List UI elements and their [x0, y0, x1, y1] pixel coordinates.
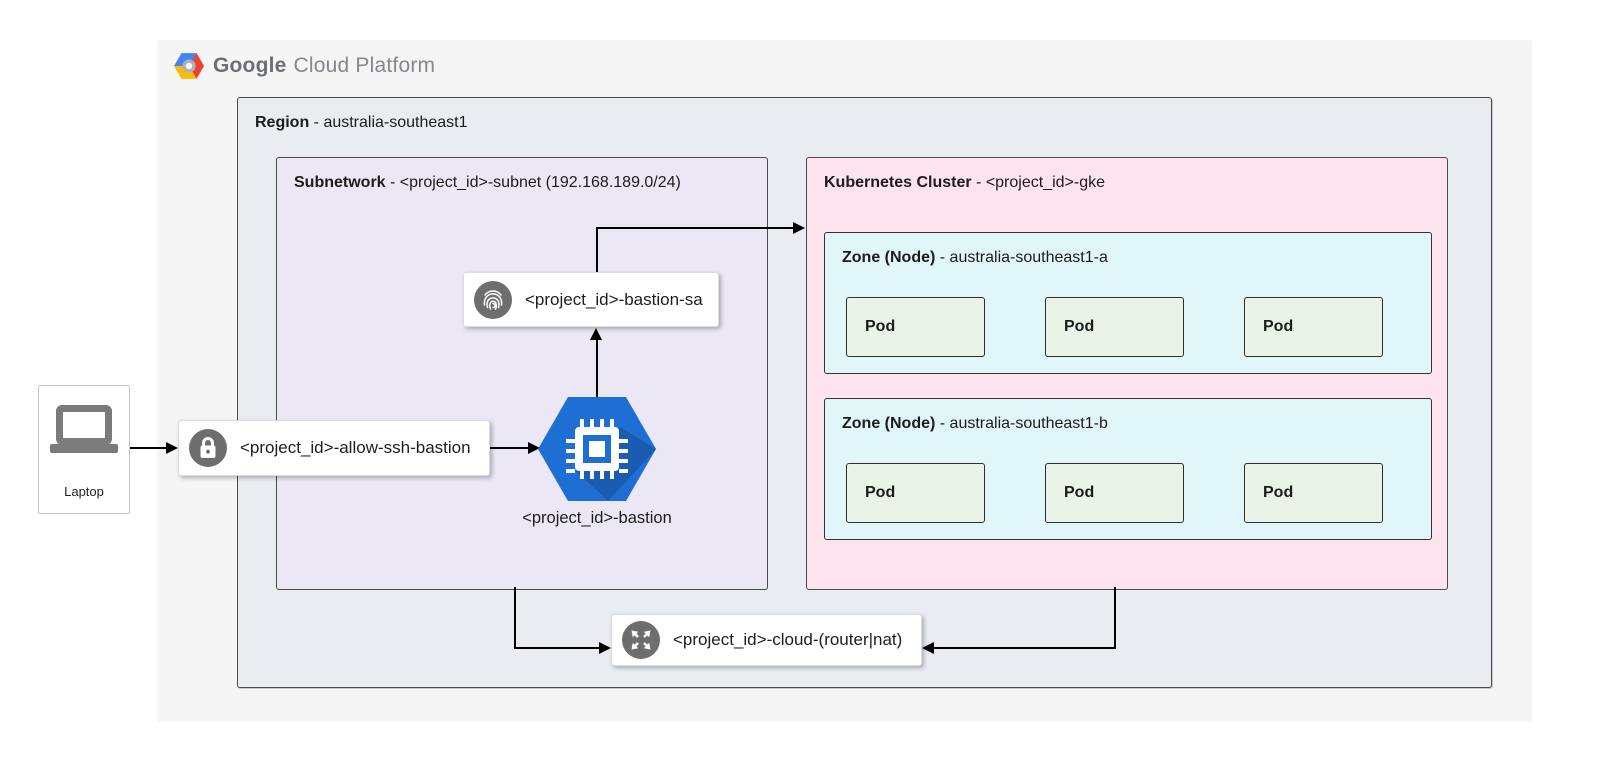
- pod-label: Pod: [1064, 318, 1095, 335]
- subnetwork-title: Subnetwork - <project_id>-subnet (192.16…: [294, 174, 681, 192]
- pod-box: Pod: [846, 297, 985, 357]
- zone-b-title-bold: Zone (Node): [842, 415, 936, 432]
- bastion-vm-node: [538, 397, 656, 501]
- arrow-laptop-to-firewall: [128, 447, 168, 449]
- cloud-router-nat-node: <project_id>-cloud-(router|nat): [611, 614, 922, 666]
- pod-label: Pod: [1263, 484, 1294, 501]
- brand-cloud-platform: Cloud Platform: [293, 54, 436, 77]
- pod-box: Pod: [1244, 463, 1383, 523]
- arrow-subnet-to-router: [514, 647, 599, 649]
- laptop-node: Laptop: [38, 385, 130, 514]
- arrowhead-left: [922, 642, 934, 654]
- pod-box: Pod: [1244, 297, 1383, 357]
- zone-node-b-container: Zone (Node) - australia-southeast1-b Pod…: [824, 398, 1432, 540]
- router-icon: [622, 621, 660, 659]
- subnetwork-title-bold: Subnetwork: [294, 174, 386, 191]
- arrowhead-right: [599, 642, 611, 654]
- zone-b-title-value: - australia-southeast1-b: [935, 415, 1108, 432]
- subnetwork-container: Subnetwork - <project_id>-subnet (192.16…: [276, 157, 768, 590]
- zone-a-title-bold: Zone (Node): [842, 249, 936, 266]
- service-account-node: <project_id>-bastion-sa: [463, 272, 719, 327]
- pod-box: Pod: [1045, 297, 1184, 357]
- region-title: Region - australia-southeast1: [255, 114, 468, 132]
- arrow-firewall-to-bastion: [490, 447, 528, 449]
- arrowhead-right: [793, 222, 805, 234]
- arrow-cluster-to-router: [934, 647, 1116, 649]
- pod-label: Pod: [865, 484, 896, 501]
- lock-icon: [189, 429, 227, 467]
- zone-node-a-container: Zone (Node) - australia-southeast1-a Pod…: [824, 232, 1432, 374]
- zone-a-title-value: - australia-southeast1-a: [935, 249, 1108, 266]
- bastion-vm-label: <project_id>-bastion: [522, 509, 672, 527]
- connector-subnet-vertical: [514, 587, 516, 648]
- arrow-bastion-to-service-account: [596, 340, 598, 398]
- connector-service-account-vertical: [596, 228, 598, 272]
- arrow-service-account-to-cluster: [596, 227, 793, 229]
- pod-label: Pod: [1064, 484, 1095, 501]
- fingerprint-icon: [474, 280, 512, 319]
- zone-b-title: Zone (Node) - australia-southeast1-b: [842, 415, 1108, 433]
- pod-label: Pod: [1263, 318, 1294, 335]
- compute-engine-icon: [538, 397, 656, 501]
- gcp-logo: Google Cloud Platform: [174, 53, 435, 79]
- arrowhead-up: [590, 328, 602, 340]
- brand-google: Google: [213, 54, 287, 77]
- gcp-hexagon-icon: [174, 53, 204, 79]
- zone-b-pods: Pod Pod Pod: [846, 463, 1383, 523]
- pod-box: Pod: [846, 463, 985, 523]
- kubernetes-cluster-container: Kubernetes Cluster - <project_id>-gke Zo…: [806, 157, 1448, 590]
- gcp-platform-container: Google Cloud Platform Region - australia…: [157, 40, 1532, 722]
- cluster-title-value: - <project_id>-gke: [971, 174, 1105, 191]
- pod-box: Pod: [1045, 463, 1184, 523]
- laptop-icon: [56, 405, 112, 445]
- arrowhead-right: [528, 442, 540, 454]
- cluster-title-bold: Kubernetes Cluster: [824, 174, 972, 191]
- zone-a-pods: Pod Pod Pod: [846, 297, 1383, 357]
- cloud-router-nat-label: <project_id>-cloud-(router|nat): [673, 630, 903, 649]
- subnetwork-title-value: - <project_id>-subnet (192.168.189.0/24): [385, 174, 681, 191]
- laptop-icon-base: [50, 444, 118, 453]
- cluster-title: Kubernetes Cluster - <project_id>-gke: [824, 174, 1105, 192]
- laptop-label: Laptop: [64, 484, 104, 499]
- region-title-bold: Region: [255, 114, 310, 131]
- service-account-label: <project_id>-bastion-sa: [525, 289, 703, 309]
- arrowhead-right: [166, 442, 178, 454]
- firewall-rule-node: <project_id>-allow-ssh-bastion: [178, 420, 490, 476]
- pod-label: Pod: [865, 318, 896, 335]
- zone-a-title: Zone (Node) - australia-southeast1-a: [842, 249, 1108, 267]
- connector-cluster-vertical: [1114, 587, 1116, 648]
- region-title-value: - australia-southeast1: [309, 114, 468, 131]
- firewall-rule-label: <project_id>-allow-ssh-bastion: [240, 438, 471, 457]
- region-container: Region - australia-southeast1 Subnetwork…: [237, 97, 1492, 688]
